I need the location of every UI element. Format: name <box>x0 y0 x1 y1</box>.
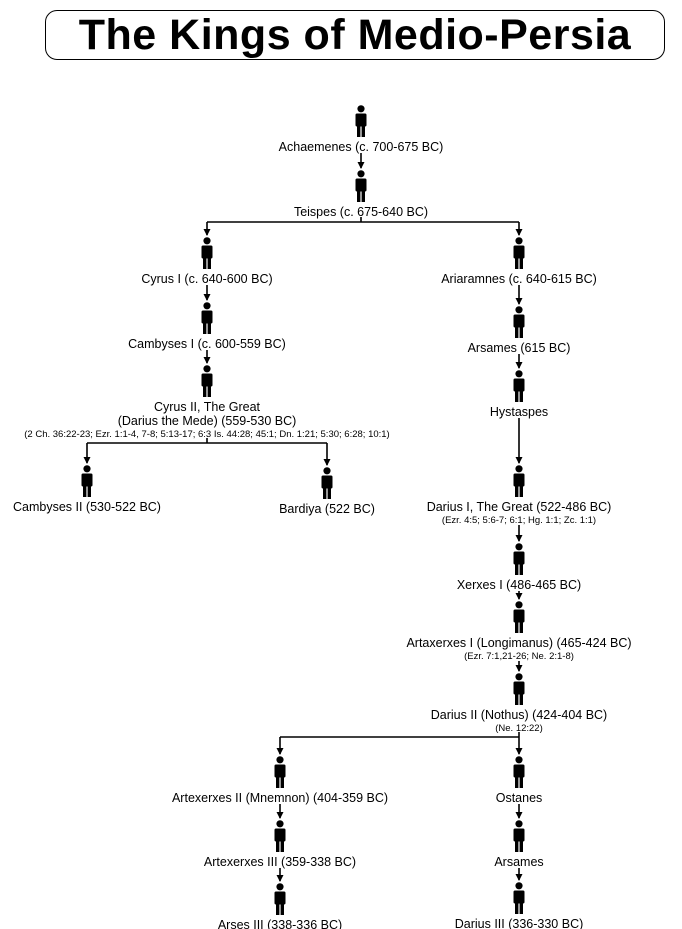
king-label: Cyrus I (c. 640-600 BC) <box>141 272 272 286</box>
person-icon <box>201 302 213 334</box>
king-label: Cyrus II, The Great <box>154 400 261 414</box>
king-node-xerxes1: Xerxes I (486-465 BC) <box>457 543 581 592</box>
scripture-reference: (Ezr. 4:5; 5:6-7; 6:1; Hg. 1:1; Zc. 1:1) <box>442 515 596 526</box>
king-label: Cambyses II (530-522 BC) <box>13 500 161 514</box>
person-icon <box>201 365 213 397</box>
king-node-hystaspes: Hystaspes <box>490 370 548 419</box>
person-icon <box>513 601 525 633</box>
king-node-darius3: Darius III (336-330 BC) <box>455 882 584 929</box>
scripture-reference: (2 Ch. 36:22-23; Ezr. 1:1-4, 7-8; 5:13-1… <box>24 429 389 440</box>
king-node-teispes: Teispes (c. 675-640 BC) <box>294 170 428 219</box>
king-label: Ariaramnes (c. 640-615 BC) <box>441 272 597 286</box>
king-node-cyrus2: Cyrus II, The Great(Darius the Mede) (55… <box>24 365 390 440</box>
person-icon <box>513 882 525 914</box>
king-label: Teispes (c. 675-640 BC) <box>294 205 428 219</box>
person-icon <box>513 543 525 575</box>
person-icon <box>355 105 367 137</box>
king-label: Achaemenes (c. 700-675 BC) <box>279 140 444 154</box>
king-node-ostanes: Ostanes <box>496 756 543 805</box>
person-icon <box>513 465 525 497</box>
person-icon <box>201 237 213 269</box>
king-node-darius2: Darius II (Nothus) (424-404 BC)(Ne. 12:2… <box>431 673 607 734</box>
king-label: Arsames <box>494 855 543 869</box>
person-icon <box>81 465 93 497</box>
king-label: Cambyses I (c. 600-559 BC) <box>128 337 286 351</box>
person-icon <box>513 237 525 269</box>
king-node-artaxerxes1: Artaxerxes I (Longimanus) (465-424 BC)(E… <box>406 601 632 662</box>
king-node-artexerxes2: Artexerxes II (Mnemnon) (404-359 BC) <box>172 756 388 805</box>
person-icon <box>513 370 525 402</box>
king-label: Darius II (Nothus) (424-404 BC) <box>431 708 607 722</box>
king-label: Xerxes I (486-465 BC) <box>457 578 581 592</box>
king-node-arsames1: Arsames (615 BC) <box>468 306 571 355</box>
king-node-ariaramnes: Ariaramnes (c. 640-615 BC) <box>441 237 597 286</box>
page-title: The Kings of Medio-Persia <box>78 10 632 59</box>
king-node-cambyses1: Cambyses I (c. 600-559 BC) <box>128 302 286 351</box>
king-node-bardiya: Bardiya (522 BC) <box>279 467 375 516</box>
king-label: Arsames (615 BC) <box>468 341 571 355</box>
king-node-darius1: Darius I, The Great (522-486 BC)(Ezr. 4:… <box>427 465 612 526</box>
king-node-achaemenes: Achaemenes (c. 700-675 BC) <box>279 105 444 154</box>
king-label: Artexerxes II (Mnemnon) (404-359 BC) <box>172 791 388 805</box>
king-node-arsames2: Arsames <box>494 820 544 869</box>
person-icon <box>513 306 525 338</box>
scripture-reference: (Ne. 12:22) <box>495 723 543 734</box>
person-icon <box>321 467 333 499</box>
king-label: Bardiya (522 BC) <box>279 502 375 516</box>
person-icon <box>274 883 286 915</box>
person-icon <box>513 756 525 788</box>
king-label: (Darius the Mede) (559-530 BC) <box>118 414 297 428</box>
king-node-cyrus1: Cyrus I (c. 640-600 BC) <box>141 237 273 286</box>
title-box: The Kings of Medio-Persia <box>45 10 665 60</box>
king-label: Darius III (336-330 BC) <box>455 917 584 929</box>
king-node-arses3: Arses III (338-336 BC) <box>218 883 342 929</box>
king-label: Artaxerxes I (Longimanus) (465-424 BC) <box>406 636 631 650</box>
king-label: Artexerxes III (359-338 BC) <box>204 855 356 869</box>
king-label: Ostanes <box>496 791 543 805</box>
scripture-reference: (Ezr. 7:1,21-26; Ne. 2:1-8) <box>464 651 574 662</box>
king-label: Hystaspes <box>490 405 548 419</box>
person-icon <box>355 170 367 202</box>
person-icon <box>274 756 286 788</box>
king-label: Arses III (338-336 BC) <box>218 918 342 929</box>
person-icon <box>513 673 525 705</box>
king-node-cambyses2: Cambyses II (530-522 BC) <box>13 465 161 514</box>
person-icon <box>513 820 525 852</box>
king-label: Darius I, The Great (522-486 BC) <box>427 500 612 514</box>
person-icon <box>274 820 286 852</box>
king-node-artexerxes3: Artexerxes III (359-338 BC) <box>204 820 356 869</box>
